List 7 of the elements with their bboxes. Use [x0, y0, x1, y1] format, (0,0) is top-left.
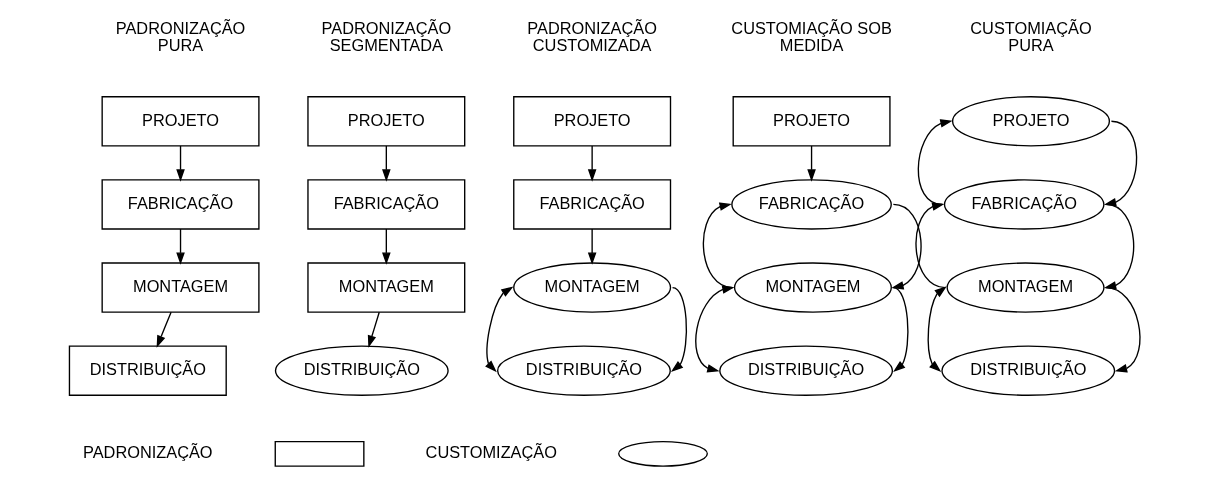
- legend-label: PADRONIZAÇÃO: [82, 443, 213, 462]
- label: PADRONIZAÇÃO SEGMENTADA: [321, 18, 451, 55]
- label: PADRONIZAÇÃO PURA: [115, 18, 245, 55]
- label: PADRONIZAÇÃO CUSTOMIZADA: [526, 18, 657, 55]
- legend-label: CUSTOMIZAÇÃO: [425, 443, 557, 462]
- label: CUSTOMIAÇÃO PURA: [969, 18, 1092, 55]
- label: CUSTOMIAÇÃO SOB MEDIDA: [730, 18, 892, 55]
